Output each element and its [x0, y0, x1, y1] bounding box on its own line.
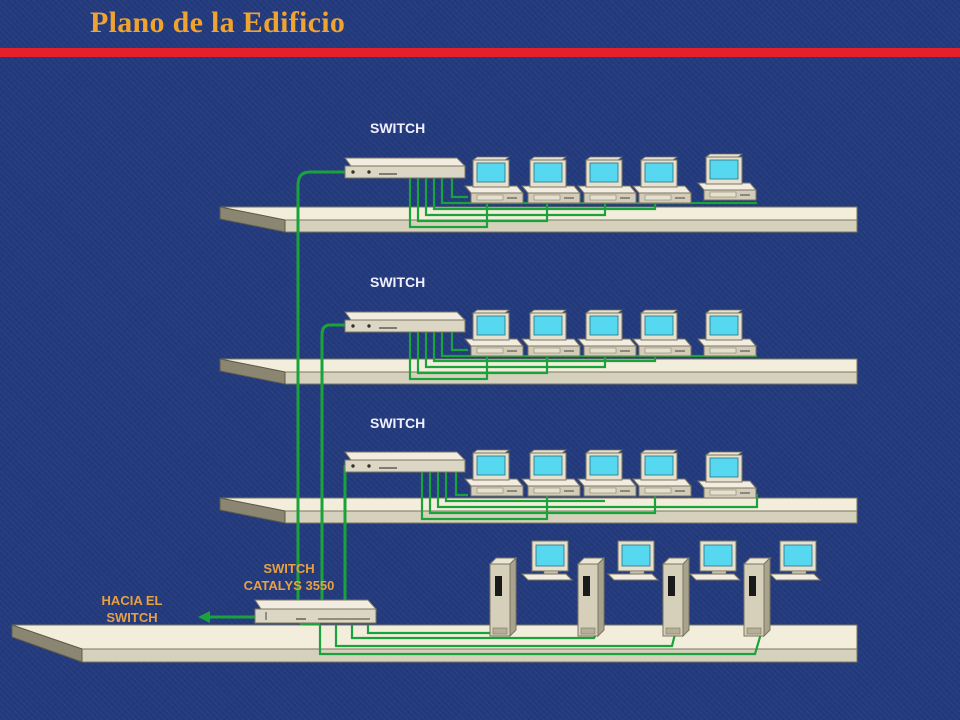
uplink-label-line2: SWITCH [106, 610, 158, 625]
floor-3-pc-5 [697, 153, 757, 201]
floor-3 [219, 206, 858, 233]
floor-2-pc-4 [632, 309, 692, 357]
floor-3-pc-4 [632, 156, 692, 204]
floor-2-switch-label: SWITCH [370, 274, 426, 290]
core-switch [254, 599, 378, 624]
floor-3-pc-1 [464, 156, 524, 204]
floor-3-switch-label: SWITCH [370, 120, 426, 136]
uplink-label: HACIA EL SWITCH [92, 592, 172, 626]
core-switch-label-line2: CATALYS 3550 [243, 578, 335, 593]
ground-tower-4 [743, 557, 771, 637]
ground-tower-2 [577, 557, 605, 637]
ground-monitor-3 [689, 540, 741, 581]
floor-2-pc-5 [697, 309, 757, 357]
floor-1-pc-4 [632, 449, 692, 497]
floor-3-pc-2 [521, 156, 581, 204]
cables-floor-3 [408, 178, 757, 229]
floor-1-pc-2 [521, 449, 581, 497]
floor-1-pc-1 [464, 449, 524, 497]
uplink-arrow [198, 611, 255, 623]
ground-monitor-2 [607, 540, 659, 581]
floor-2-switch [344, 311, 466, 333]
floor-2-pc-3 [577, 309, 637, 357]
floor-2 [219, 358, 858, 385]
ground-monitor-1 [521, 540, 573, 581]
page-title: Plano de la Edificio [90, 6, 346, 39]
floor-3-switch [344, 157, 466, 179]
floor-1-pc-3 [577, 449, 637, 497]
ground-tower-1 [489, 557, 517, 637]
floor-3-pc-3 [577, 156, 637, 204]
uplink-label-line1: HACIA EL [101, 593, 163, 608]
ground-monitor-4 [769, 540, 821, 581]
ground-tower-3 [662, 557, 690, 637]
riser-cables [296, 170, 347, 626]
core-switch-label-line1: SWITCH [263, 561, 315, 576]
ground-floor-edge [81, 648, 858, 663]
cables-floor-1 [420, 472, 759, 521]
floor-2-pc-1 [464, 309, 524, 357]
ground-floor-side [11, 624, 83, 663]
core-switch-label: SWITCH CATALYS 3550 [224, 560, 354, 594]
floor-1-switch [344, 451, 466, 473]
floor-2-pc-2 [521, 309, 581, 357]
title-divider [0, 48, 960, 57]
floor-1-switch-label: SWITCH [370, 415, 426, 431]
floor-1-pc-5 [697, 451, 757, 499]
